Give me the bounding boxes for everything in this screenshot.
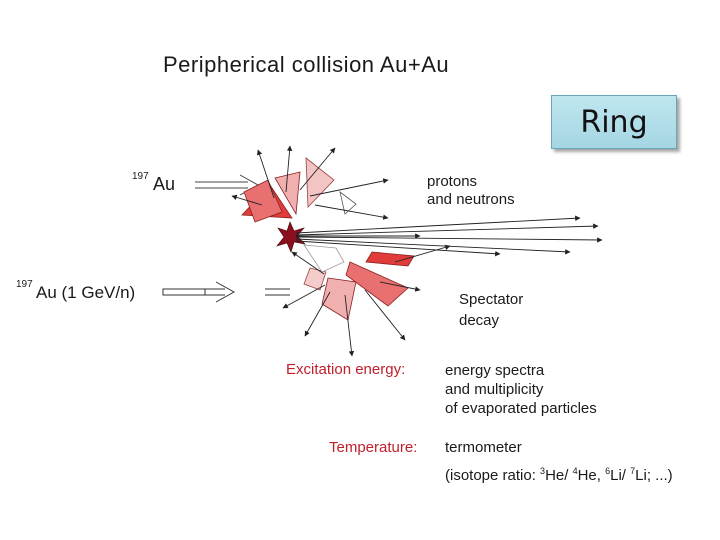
protons-line-2: and neutrons (427, 191, 515, 208)
spectator-label: Spectator decay (459, 289, 523, 331)
he4-symbol: He, (577, 467, 606, 484)
ratio-prefix: (isotope ratio: (445, 467, 541, 484)
he4-mass: 4 (572, 466, 578, 476)
li6-mass: 6 (605, 466, 611, 476)
li6-symbol: Li/ (610, 467, 631, 484)
projectile-beam-arrow (162, 281, 290, 303)
spectator-line-2: decay (459, 312, 500, 329)
projectile-mass-wrap: 197 (16, 274, 33, 292)
collision-star (276, 221, 306, 253)
protons-label: protons and neutrons (427, 173, 515, 209)
lower-evaporation-tracks (282, 244, 451, 357)
protons-line-1: protons (427, 173, 478, 190)
excitation-line-3: of evaporated particles (445, 400, 597, 417)
isotope-ratio: (isotope ratio: 3He/ 4He, 6Li/ 7Li; ...) (445, 462, 673, 485)
upper-evaporation-tracks (231, 145, 389, 220)
li7-mass: 7 (630, 466, 636, 476)
li7-symbol: Li; ...) (635, 467, 673, 484)
target-label: 197 (132, 166, 149, 184)
slide-title: Peripherical collision Au+Au (163, 52, 450, 77)
ring-button[interactable]: Ring (551, 95, 677, 149)
excitation-lines: energy spectra and multiplicity of evapo… (445, 361, 597, 418)
target-symbol: Au (153, 174, 176, 194)
excitation-line-1: energy spectra (445, 362, 545, 379)
temperature-term: Temperature: (329, 439, 418, 456)
forward-tracks (295, 215, 603, 257)
temperature-line-1: termometer (445, 439, 522, 456)
upper-fragments (241, 157, 357, 223)
lower-fragments (303, 244, 415, 321)
excitation-line-2: and multiplicity (445, 381, 544, 398)
projectile-label: Au (1 GeV/n) (36, 283, 136, 302)
spectator-line-1: Spectator (459, 291, 524, 308)
projectile-mass: 197 (16, 279, 33, 290)
excitation-term: Excitation energy: (286, 361, 406, 378)
he3-symbol: He/ (545, 467, 573, 484)
target-mass: 197 (132, 171, 149, 182)
he3-mass: 3 (540, 466, 546, 476)
